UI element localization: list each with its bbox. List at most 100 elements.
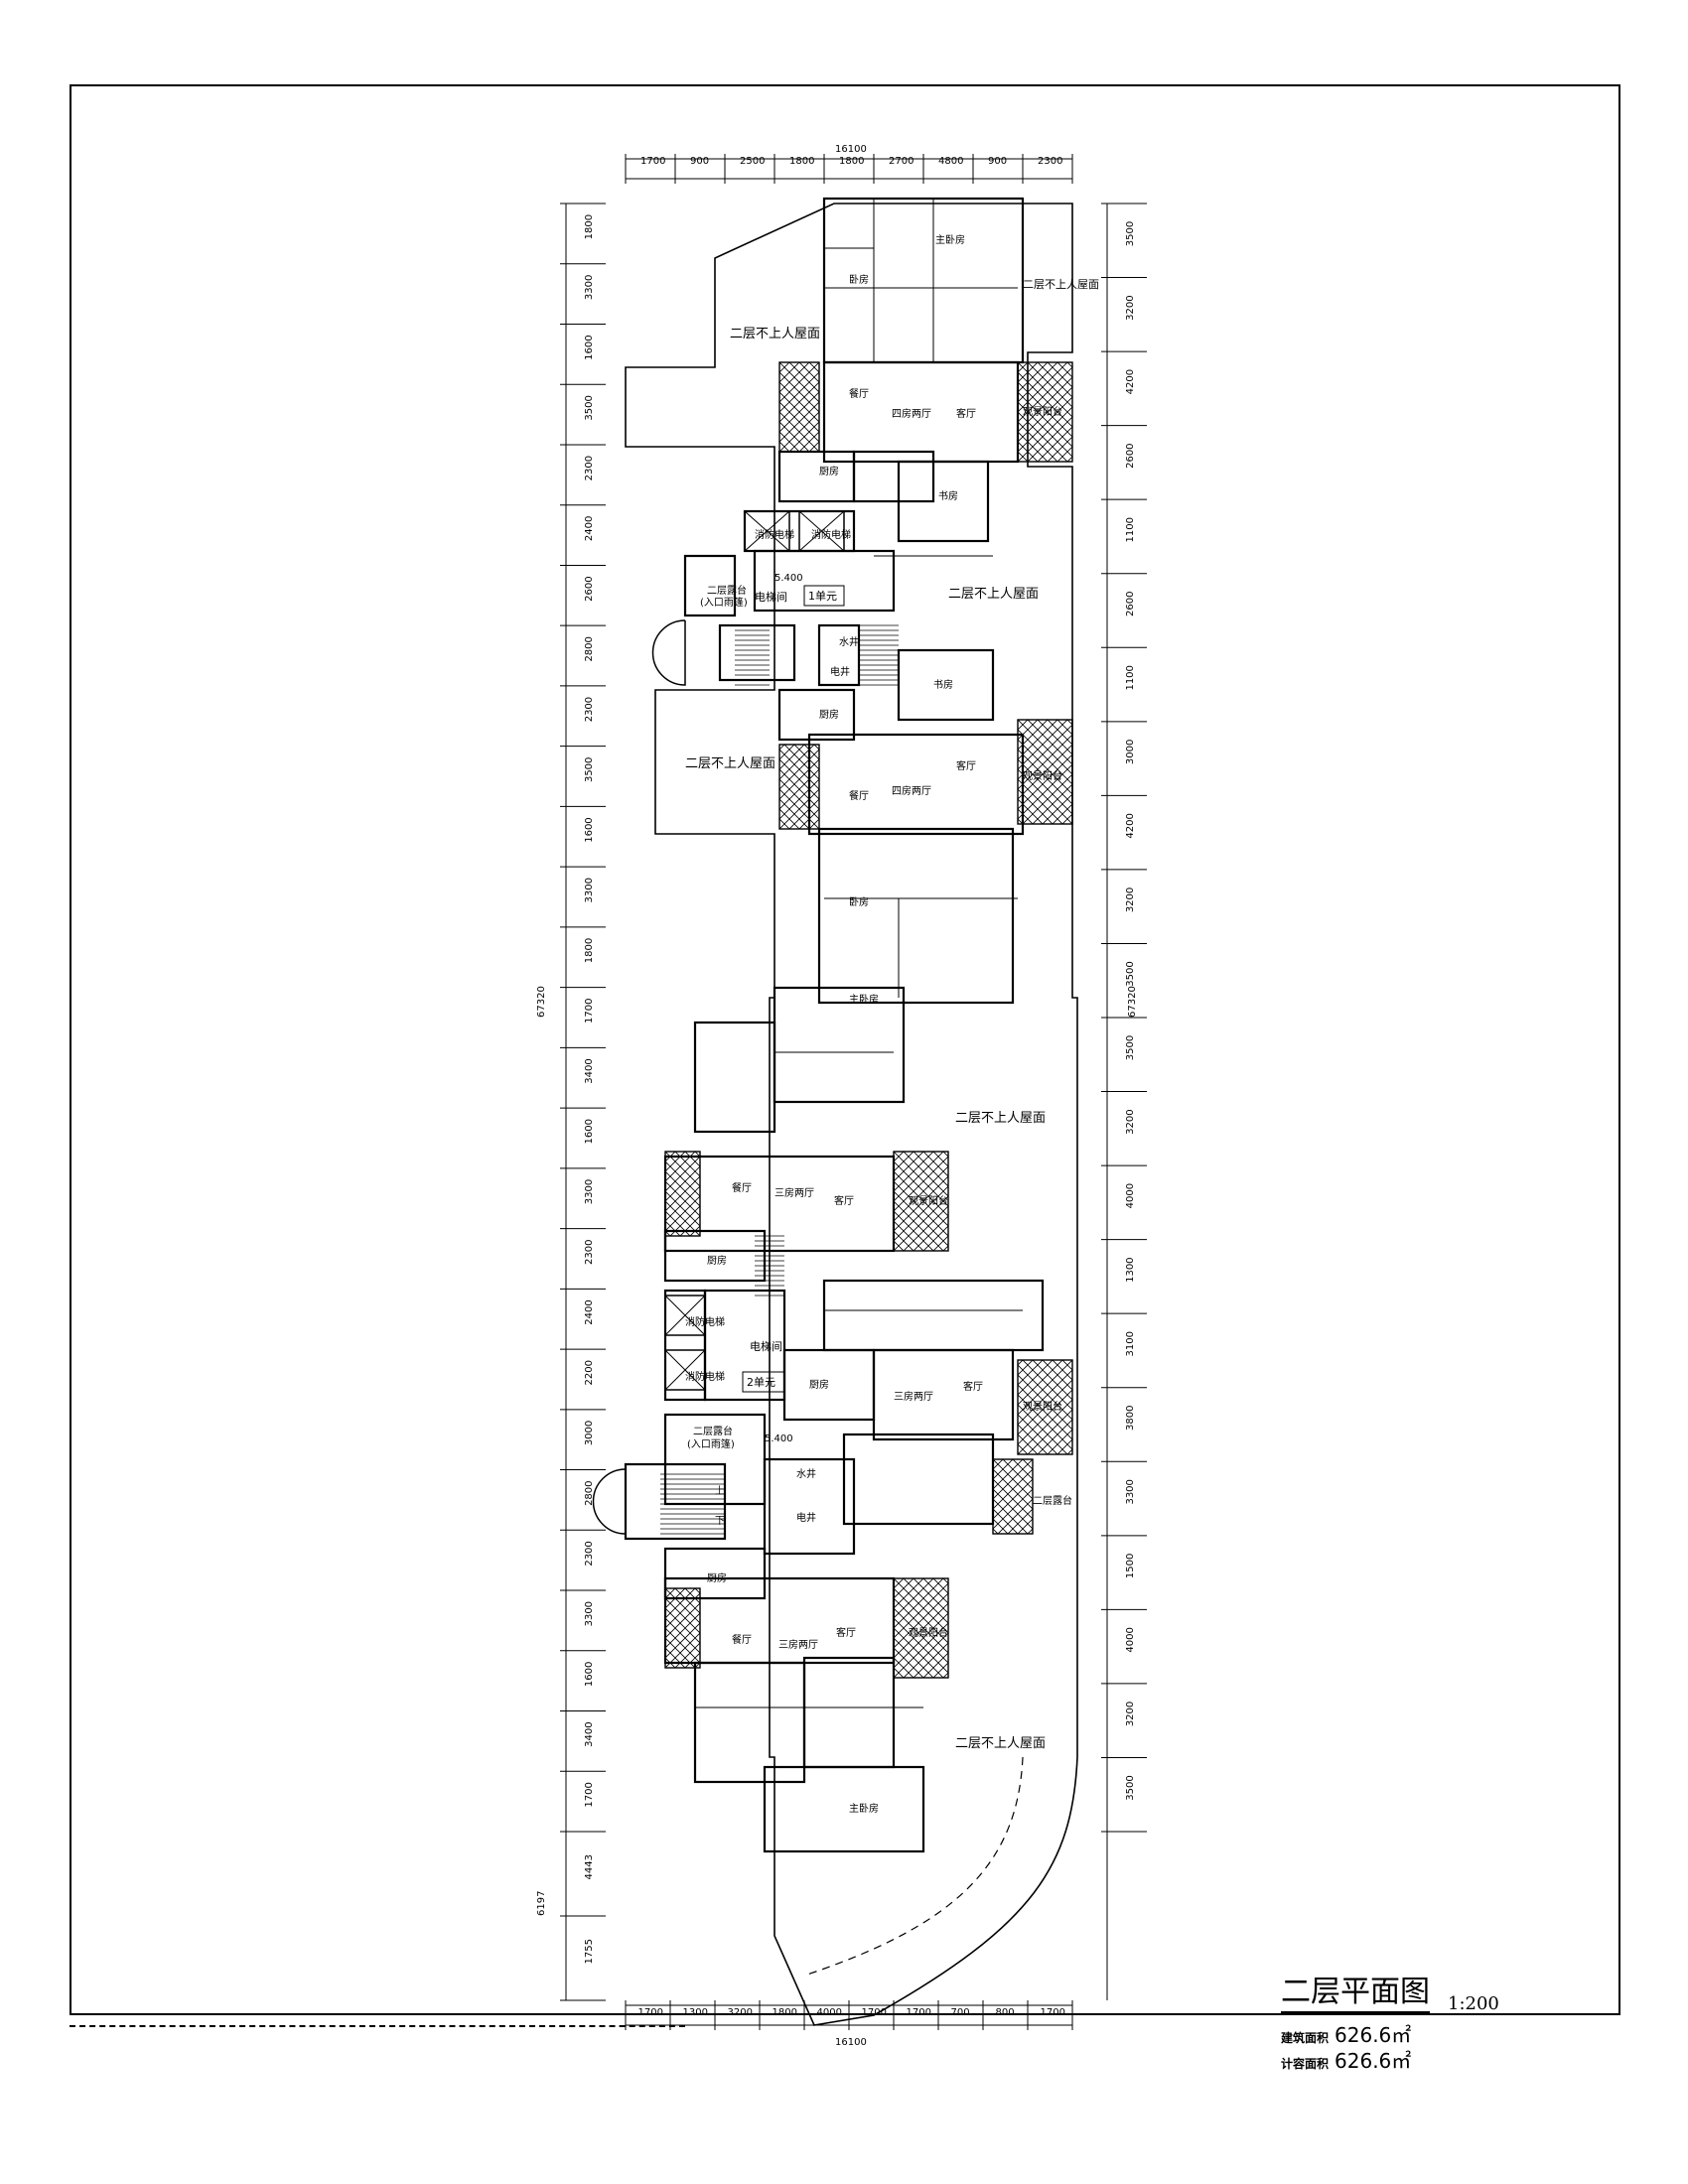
room-study-1: 书房 <box>938 489 958 502</box>
room-kitchen-3: 厨房 <box>707 1254 727 1267</box>
room-living-1: 客厅 <box>956 407 976 420</box>
stair-curve <box>592 1468 627 1535</box>
room-living-2: 客厅 <box>956 759 976 772</box>
elevator-x <box>744 510 790 552</box>
dim-value: 1600 <box>584 335 595 359</box>
dim-value: 1700 <box>640 156 665 167</box>
dim-value: 2300 <box>1038 156 1062 167</box>
dim-value: 3500 <box>584 757 595 782</box>
dim-value: 3500 <box>1125 1035 1136 1060</box>
unit2-water: 水井 <box>796 1467 816 1480</box>
stair-down-2: 下 <box>715 1516 725 1527</box>
room-cell <box>763 1765 925 1853</box>
dim-value: 1755 <box>584 1939 595 1964</box>
unit2-terrace-sub: (入口雨篷) <box>687 1437 735 1450</box>
dim-value: 3200 <box>1125 1702 1136 1726</box>
balcony-hatch <box>778 744 820 830</box>
room-cell <box>777 688 856 742</box>
roof-label-1: 二层不上人屋面 <box>730 327 820 341</box>
room-master-5: 主卧房 <box>849 1802 879 1815</box>
room-dining-3: 餐厅 <box>732 1181 752 1194</box>
room-cell <box>897 460 990 543</box>
dim-value: 1800 <box>773 2007 797 2018</box>
room-firestop-1b: 消防电梯 <box>811 528 851 541</box>
roof-label-4: 二层不上人屋面 <box>955 1111 1046 1126</box>
room-terrace2: 二层露台 <box>1033 1494 1072 1507</box>
room-dining-1: 餐厅 <box>849 387 869 400</box>
dimension-lines <box>560 154 1147 2030</box>
dim-value: 3200 <box>1125 887 1136 912</box>
dim-value: 2600 <box>1125 443 1136 468</box>
dim-total: 16100 <box>835 2037 867 2048</box>
dim-value: 2300 <box>584 697 595 722</box>
roof-label-3: 二层不上人屋面 <box>685 756 775 771</box>
room-cell <box>842 1433 995 1526</box>
unit2-level: 5.400 <box>765 1433 793 1444</box>
dim-value: 3300 <box>584 1601 595 1626</box>
room-cell <box>693 1661 806 1784</box>
room-firestop-1: 消防电梯 <box>755 528 794 541</box>
room-firestop-3b: 消防电梯 <box>685 1370 725 1383</box>
area-label-2: 计容面积 <box>1281 2057 1330 2071</box>
room-balcony-3: 观景阳台 <box>909 1194 948 1207</box>
unit1-terrace-sub: (入口雨篷) <box>700 596 748 609</box>
room-kitchen-5: 厨房 <box>707 1571 727 1584</box>
dim-value: 2800 <box>584 636 595 661</box>
dim-value: 3300 <box>1125 1479 1136 1504</box>
dim-value: 2300 <box>584 1240 595 1265</box>
balcony-hatch <box>664 1151 701 1237</box>
room-dining-5: 餐厅 <box>732 1633 752 1646</box>
dim-value: 3800 <box>1125 1406 1136 1431</box>
dim-value: 1700 <box>584 1782 595 1807</box>
dim-value: 2400 <box>584 516 595 541</box>
dim-total: 67320 <box>1127 986 1138 1018</box>
balcony-hatch <box>664 1587 701 1669</box>
room-balcony-2: 观景阳台 <box>1023 769 1062 782</box>
dim-value: 1500 <box>1125 1554 1136 1578</box>
room-master-1: 主卧房 <box>935 233 965 246</box>
dim-value: 3000 <box>584 1421 595 1445</box>
room-study-2: 书房 <box>933 678 953 691</box>
unit1-elevator-label: 电梯间 <box>755 591 787 604</box>
balcony-hatches <box>664 361 1073 1679</box>
unit2-name: 2单元 <box>747 1376 775 1389</box>
dim-total: 6197 <box>536 1891 547 1916</box>
dim-value: 1600 <box>584 1119 595 1144</box>
dim-value: 3100 <box>1125 1331 1136 1356</box>
room-balcony-1: 观景阳台 <box>1023 405 1062 418</box>
room-firestop-3: 消防电梯 <box>685 1315 725 1328</box>
room-3room-3: 三房两厅 <box>774 1186 814 1199</box>
unit2-elevator-label: 电梯间 <box>750 1340 782 1353</box>
dim-value: 3300 <box>584 878 595 902</box>
dim-value: 4443 <box>584 1854 595 1879</box>
roof-label-2: 二层不上人屋面 <box>948 587 1039 602</box>
stairs-group <box>592 510 899 1535</box>
area-row-2: 计容面积 626.6㎡ <box>1281 2045 1411 2074</box>
room-cell <box>718 623 796 682</box>
elevator-shaft <box>744 510 790 552</box>
dim-value: 4800 <box>938 156 963 167</box>
drawing-title: 二层平面图 <box>1281 1975 1430 2009</box>
unit2-electric: 电井 <box>796 1511 816 1524</box>
room-cell <box>693 1021 776 1134</box>
unit2-name-box <box>742 1371 785 1393</box>
elevator-x <box>664 1349 706 1391</box>
room-cell <box>802 1656 896 1769</box>
room-cell <box>683 554 737 617</box>
dim-value: 1800 <box>584 938 595 963</box>
area-value-2: 626.6㎡ <box>1335 2049 1412 2073</box>
room-balcony-5: 观景阳台 <box>909 1626 948 1639</box>
room-cell <box>807 733 1025 836</box>
unit1-name: 1单元 <box>808 590 837 603</box>
dim-total: 16100 <box>835 144 867 155</box>
dim-value: 1100 <box>1125 517 1136 542</box>
balcony-hatch <box>893 1577 949 1679</box>
dim-value: 1800 <box>839 156 864 167</box>
room-bedroom-2: 卧房 <box>849 895 869 908</box>
stair-curve <box>651 619 686 686</box>
elevator-shaft <box>664 1295 706 1336</box>
room-balcony-4: 观景阳台 <box>1023 1400 1062 1413</box>
stair-up-2: 上 <box>715 1485 725 1497</box>
room-living-5: 客厅 <box>836 1626 856 1639</box>
